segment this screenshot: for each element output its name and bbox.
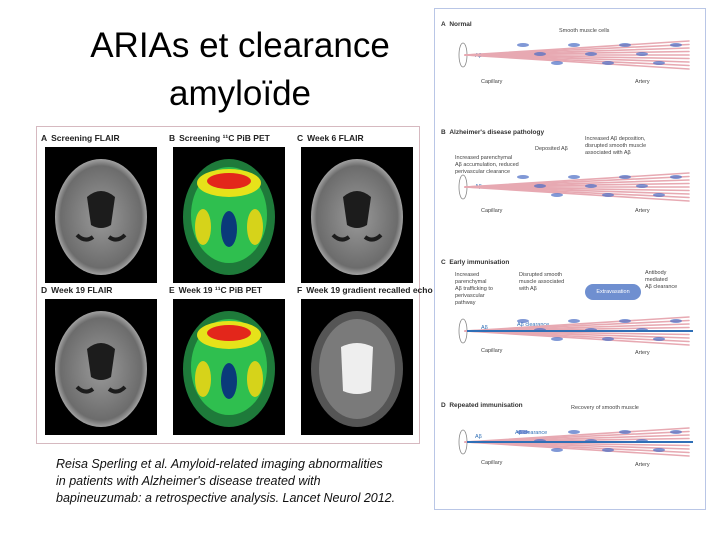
panel-letter: C bbox=[297, 133, 304, 143]
abeta-label: Aβ bbox=[475, 434, 482, 440]
antibody-clearance-label: Antibody mediated Aβ clearance bbox=[645, 270, 678, 290]
title-line-2: amyloïde bbox=[168, 74, 312, 113]
slide-title: ARIAs et clearance amyloïde bbox=[60, 22, 420, 118]
panel-letter: D bbox=[41, 285, 48, 295]
artery-label: Artery bbox=[635, 208, 650, 214]
panel-label: Week 19 FLAIR bbox=[51, 285, 113, 295]
caption-line-2: in patients with Alzheimer's disease tre… bbox=[56, 474, 321, 488]
panel-letter: A bbox=[41, 133, 48, 143]
panel-label: Week 19 gradient recalled echo bbox=[306, 285, 433, 295]
artery-label: Artery bbox=[635, 462, 650, 468]
deposited-abeta-label: Deposited Aβ bbox=[535, 146, 568, 152]
panel-label: Week 19 ¹¹C PiB PET bbox=[178, 285, 263, 295]
panel-label: Screening ¹¹C PiB PET bbox=[179, 133, 270, 143]
extravasation-badge: Extravasation bbox=[585, 284, 641, 300]
section-b-title: B Alzheimer's disease pathology bbox=[441, 129, 545, 136]
panel-letter: F bbox=[297, 285, 303, 295]
recovery-label: Recovery of smooth muscle bbox=[571, 405, 639, 411]
vessel-diagram-a bbox=[453, 37, 699, 73]
vessel-diagram-c bbox=[453, 313, 699, 349]
abeta-clearance-label: Aβ clearance bbox=[515, 430, 548, 436]
section-d-title: D Repeated immunisation bbox=[441, 402, 523, 409]
panel-label: Week 6 FLAIR bbox=[307, 133, 364, 143]
title-line-1: ARIAs et clearance bbox=[90, 26, 390, 65]
capillary-label: Capillary bbox=[481, 79, 503, 85]
c-parenchymal-label: Increased parenchymal Aβ trafficking to … bbox=[455, 272, 493, 306]
pet-scan-image bbox=[173, 299, 285, 435]
artery-label: Artery bbox=[635, 79, 650, 85]
gre-scan-image bbox=[301, 299, 413, 435]
clearance-schematic: A Normal Smooth muscle cells Aβ Capillar… bbox=[434, 8, 706, 510]
panel-letter: E bbox=[169, 285, 175, 295]
abeta-label: Aβ bbox=[481, 325, 488, 331]
flair-scan-image bbox=[45, 147, 157, 283]
flair-scan-image bbox=[45, 299, 157, 435]
pet-scan-image bbox=[173, 147, 285, 283]
vessel-diagram-d bbox=[453, 424, 699, 460]
disrupted-smooth-muscle-label: Disrupted smooth muscle associated with … bbox=[519, 272, 565, 292]
citation-caption: Reisa Sperling et al. Amyloid-related im… bbox=[56, 456, 424, 507]
artery-label: Artery bbox=[635, 350, 650, 356]
capillary-label: Capillary bbox=[481, 208, 503, 214]
increased-deposition-label: Increased Aβ deposition, disrupted smoot… bbox=[585, 136, 647, 156]
section-a-title: A Normal bbox=[441, 21, 472, 28]
caption-line-1: Reisa Sperling et al. Amyloid-related im… bbox=[56, 457, 383, 471]
smooth-muscle-label: Smooth muscle cells bbox=[559, 28, 610, 34]
capillary-label: Capillary bbox=[481, 348, 503, 354]
capillary-label: Capillary bbox=[481, 460, 503, 466]
flair-scan-image bbox=[301, 147, 413, 283]
section-c-title: C Early immunisation bbox=[441, 259, 510, 266]
vessel-diagram-b bbox=[453, 169, 699, 205]
abeta-clearance-label: Aβ clearance bbox=[517, 322, 550, 328]
panel-label: Screening FLAIR bbox=[51, 133, 120, 143]
caption-line-3: bapineuzumab: a retrospective analysis. … bbox=[56, 491, 396, 505]
panel-letter: B bbox=[169, 133, 176, 143]
parenchyma-label: Increased parenchymal Aβ accumulation, r… bbox=[455, 155, 519, 175]
